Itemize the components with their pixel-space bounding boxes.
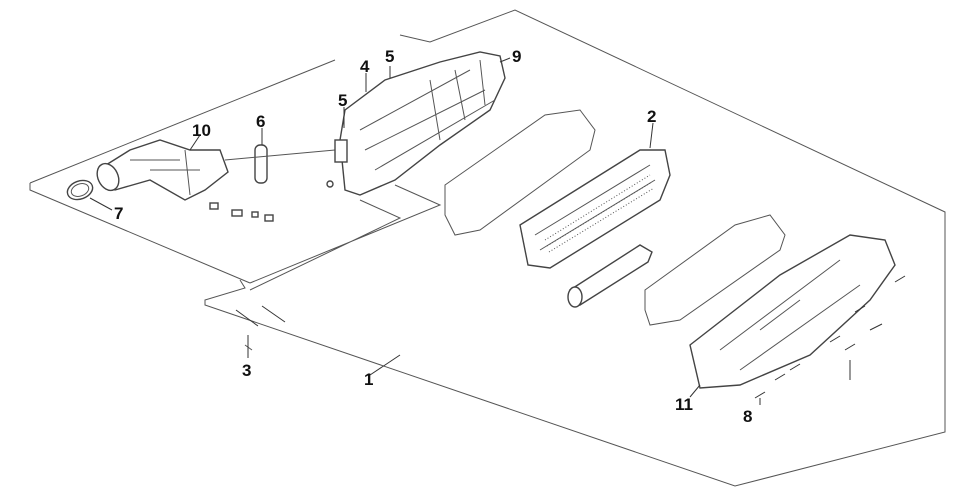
callout-10: 10: [192, 121, 211, 140]
callout-5b: 5: [385, 47, 394, 66]
clamp-part-7: [66, 179, 94, 201]
callout-6: 6: [256, 112, 265, 131]
assembly-outline: [29, 9, 946, 487]
callout-1: 1: [364, 370, 373, 389]
bolts-part-3: [235, 305, 286, 351]
seal-part-6: [254, 144, 268, 184]
gasket-lower: [644, 214, 786, 326]
gasket-upper: [444, 109, 596, 236]
air-cleaner-cover-part-11: [689, 234, 896, 389]
callout-2: 2: [647, 107, 656, 126]
callout-11: 11: [675, 395, 693, 414]
leader-lines: [89, 57, 761, 405]
callout-5a: 5: [338, 91, 347, 110]
callout-3: 3: [242, 361, 251, 380]
filter-tube: [567, 244, 653, 308]
intake-duct-part-10: [96, 139, 274, 222]
callout-7: 7: [114, 204, 123, 223]
callout-4: 4: [360, 57, 370, 76]
air-cleaner-case-part-9: [326, 51, 506, 196]
callout-8: 8: [743, 407, 752, 426]
filter-element-part-2: [519, 149, 671, 269]
callout-9: 9: [512, 47, 521, 66]
screws-part-8: [754, 275, 906, 399]
